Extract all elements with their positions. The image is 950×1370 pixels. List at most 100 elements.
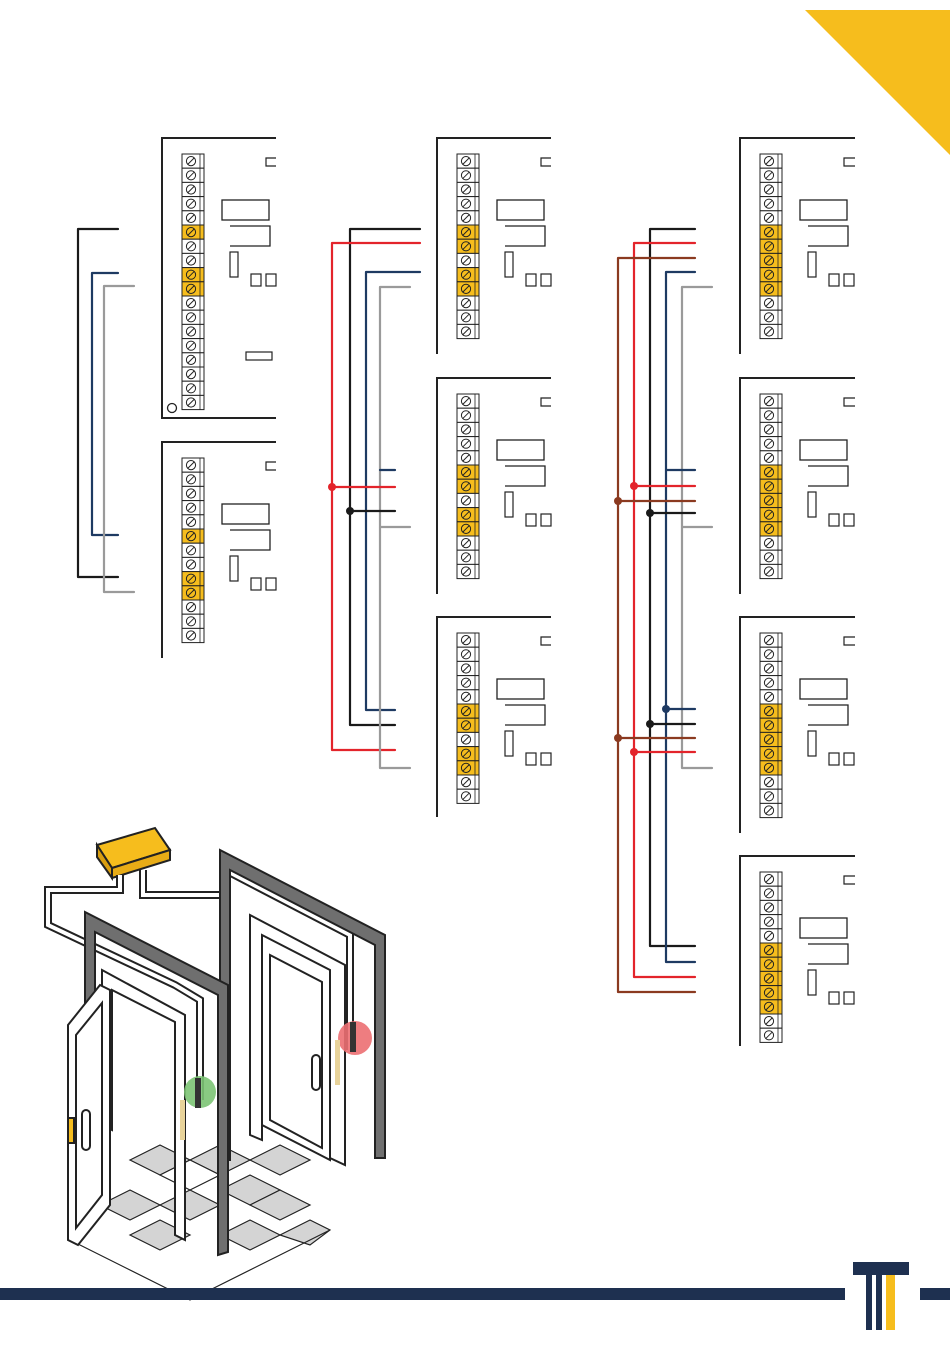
jumper-component [505,492,513,517]
chip-component [829,992,839,1004]
relay-component [800,440,847,460]
wire-junction [614,734,622,742]
terminal-cell [760,168,782,182]
terminal-cell [760,268,782,282]
terminal-cell [457,647,479,661]
terminal-cell [182,515,204,529]
terminal-cell [457,268,479,282]
terminal-cell [182,367,204,381]
connector-component [844,158,855,166]
terminal-cell [457,761,479,775]
terminal-cell [457,197,479,211]
controller-board [437,378,551,594]
terminal-cell [760,197,782,211]
terminal-cell [182,381,204,395]
terminal-cell [457,282,479,296]
terminal-cell [760,508,782,522]
terminal-cell [457,564,479,578]
board-outline [437,617,551,817]
relay-component [808,466,848,486]
terminal-cell [182,472,204,486]
terminal-cell [760,718,782,732]
relay-component [497,200,544,220]
wire-black [78,229,118,577]
terminal-cell [760,704,782,718]
footer-bar-right [920,1288,950,1300]
terminal-cell [760,803,782,817]
terminal-cell [457,508,479,522]
terminal-cell [182,353,204,367]
relay-component [497,679,544,699]
terminal-cell [457,676,479,690]
terminal-cell [457,451,479,465]
chip-component [844,753,854,765]
terminal-cell [760,647,782,661]
terminal-cell [760,310,782,324]
board-outline [740,856,855,1046]
connector-component [266,462,276,470]
connector-component [541,398,551,406]
controller-board [437,617,551,817]
wire-junction [614,497,622,505]
terminal-cell [760,690,782,704]
wire-red [634,243,695,977]
mounting-hole [168,404,177,413]
terminal-cell [182,154,204,168]
two-door-airlock-illustration [48,828,385,1300]
controller-board [162,138,276,418]
chip-component [251,274,261,286]
terminal-cell [457,747,479,761]
chip-component [541,514,551,526]
terminal-cell [760,1000,782,1014]
terminal-cell [457,324,479,338]
wire-junction [646,509,654,517]
jumper-component [505,731,513,756]
terminal-cell [182,395,204,409]
terminal-cell [760,747,782,761]
chip-component [541,274,551,286]
terminal-cell [760,239,782,253]
terminal-cell [457,661,479,675]
jumper-component [808,252,816,277]
terminal-cell [457,225,479,239]
jumper-component [505,252,513,277]
terminal-cell [182,282,204,296]
terminal-cell [760,451,782,465]
terminal-cell [760,211,782,225]
controller-board [740,138,855,354]
terminal-cell [760,633,782,647]
wire-junction [630,748,638,756]
relay-component [808,226,848,246]
terminal-cell [457,239,479,253]
terminal-cell [457,536,479,550]
controller-board [437,138,551,354]
terminal-cell [457,550,479,564]
chip-component [844,992,854,1004]
terminal-cell [760,522,782,536]
wire-gray [104,286,134,592]
chip-component [829,274,839,286]
terminal-cell [457,690,479,704]
chip-component [541,753,551,765]
terminal-cell [182,529,204,543]
terminal-cell [182,586,204,600]
relay-component [505,226,545,246]
connector-component [541,158,551,166]
controller-board [740,856,855,1046]
terminal-cell [760,943,782,957]
terminal-cell [182,268,204,282]
terminal-cell [760,422,782,436]
terminal-cell [457,168,479,182]
wire-junction [662,705,670,713]
terminal-cell [457,732,479,746]
terminal-cell [760,536,782,550]
terminal-cell [760,957,782,971]
terminal-cell [457,465,479,479]
terminal-cell [182,501,204,515]
chip-component [526,274,536,286]
terminal-cell [760,986,782,1000]
wire-red [332,243,420,750]
terminal-cell [182,557,204,571]
wire-junction [328,483,336,491]
terminal-cell [457,789,479,803]
